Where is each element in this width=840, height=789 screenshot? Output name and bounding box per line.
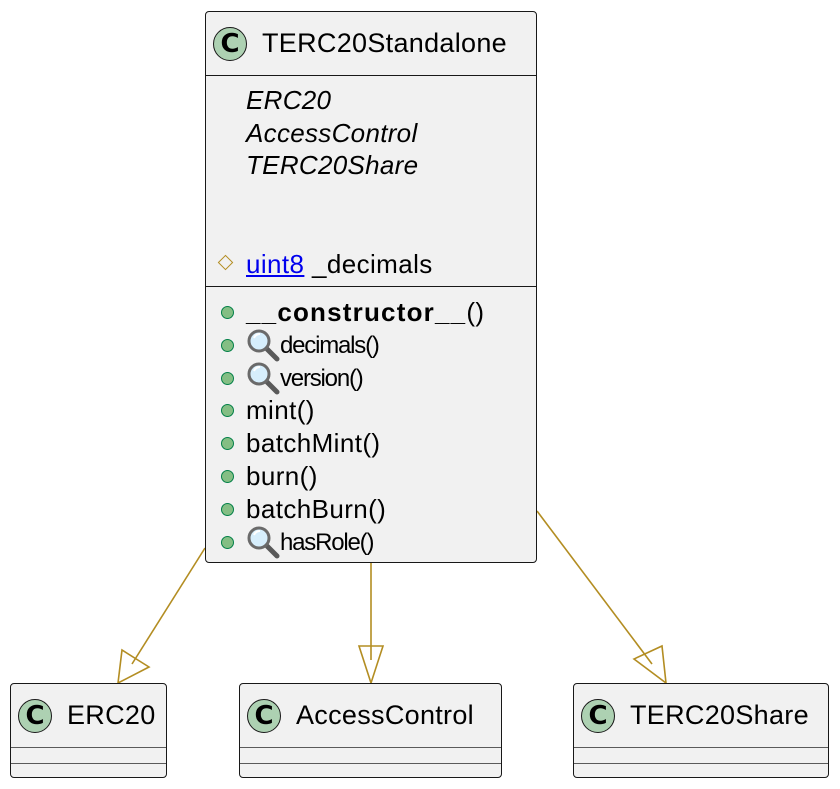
- method-row: batchBurn(): [206, 493, 526, 526]
- method-row: version(): [206, 362, 526, 395]
- method-text: hasRole(): [280, 526, 374, 559]
- method-row: decimals(): [206, 329, 526, 362]
- inheritance-arrowhead-accesscontrol: [357, 645, 385, 686]
- stereotype-terc20share: TERC20Share: [246, 150, 419, 180]
- class-divider: [11, 763, 166, 764]
- method-row: batchMint(): [206, 427, 526, 460]
- class-name: TERC20Standalone: [262, 28, 507, 58]
- field-decimals: uint8 _decimals: [206, 248, 506, 281]
- method-row: burn(): [206, 460, 526, 493]
- public-visibility-icon: [221, 535, 234, 549]
- class-divider: [11, 747, 166, 748]
- class-c-icon: C: [18, 699, 52, 733]
- header-divider: [206, 75, 536, 76]
- method-text: mint(): [246, 394, 315, 427]
- public-visibility-icon: [221, 404, 234, 418]
- protected-visibility-icon: [217, 254, 234, 271]
- method-text: decimals(): [280, 329, 380, 362]
- method-signature: batchBurn(): [246, 493, 387, 524]
- method-text: batchMint(): [246, 427, 380, 460]
- fields-divider: [206, 286, 536, 287]
- magnifier-icon: [246, 329, 280, 362]
- inheritance-line-erc20: [131, 547, 206, 665]
- method-row: hasRole(): [206, 526, 526, 559]
- field-type-link[interactable]: uint8: [246, 249, 305, 279]
- method-signature: (): [466, 297, 485, 327]
- method-signature: hasRole(): [280, 528, 374, 556]
- method-signature: mint(): [246, 395, 315, 426]
- method-text: batchBurn(): [246, 493, 386, 526]
- public-visibility-icon: [221, 371, 234, 385]
- public-visibility-icon: [221, 502, 234, 516]
- class-divider: [574, 747, 828, 748]
- class-erc20[interactable]: C ERC20: [10, 683, 167, 778]
- stereotype-accesscontrol: AccessControl: [246, 118, 418, 148]
- class-name: AccessControl: [296, 700, 474, 730]
- class-name: ERC20: [67, 700, 156, 730]
- class-terc20standalone[interactable]: C TERC20Standalone ERC20 AccessControl T…: [205, 11, 537, 563]
- method-signature: version(): [280, 364, 364, 392]
- class-accesscontrol[interactable]: C AccessControl: [239, 683, 502, 778]
- method-row: __constructor__(): [206, 296, 526, 329]
- class-divider: [574, 763, 828, 764]
- class-c-icon: C: [213, 27, 247, 61]
- public-visibility-icon: [221, 306, 234, 319]
- inheritance-arrowhead-erc20: [117, 648, 151, 685]
- class-divider: [240, 763, 501, 764]
- class-c-icon: C: [581, 699, 615, 733]
- stereotype-erc20: ERC20: [246, 85, 332, 115]
- magnifier-icon: [246, 362, 280, 395]
- method-text: burn(): [246, 460, 318, 493]
- magnifier-icon: [246, 526, 280, 559]
- class-terc20share[interactable]: C TERC20Share: [573, 683, 829, 778]
- public-visibility-icon: [221, 470, 234, 483]
- method-row: mint(): [206, 394, 526, 427]
- inheritance-arrowhead-terc20share: [632, 644, 667, 685]
- class-divider: [240, 747, 501, 748]
- public-visibility-icon: [221, 437, 234, 451]
- method-signature: batchMint(): [246, 428, 381, 459]
- field-name: _decimals: [304, 249, 433, 279]
- class-c-icon: C: [247, 699, 281, 733]
- method-text: __constructor__(): [246, 296, 484, 329]
- method-text: version(): [280, 362, 364, 395]
- public-visibility-icon: [221, 338, 234, 352]
- method-signature: decimals(): [280, 331, 380, 359]
- method-name-bold: __constructor__: [246, 297, 467, 327]
- inheritance-line-terc20share: [536, 510, 653, 665]
- field-text: uint8 _decimals: [246, 248, 433, 281]
- method-signature: burn(): [246, 461, 318, 491]
- class-name: TERC20Share: [630, 700, 809, 730]
